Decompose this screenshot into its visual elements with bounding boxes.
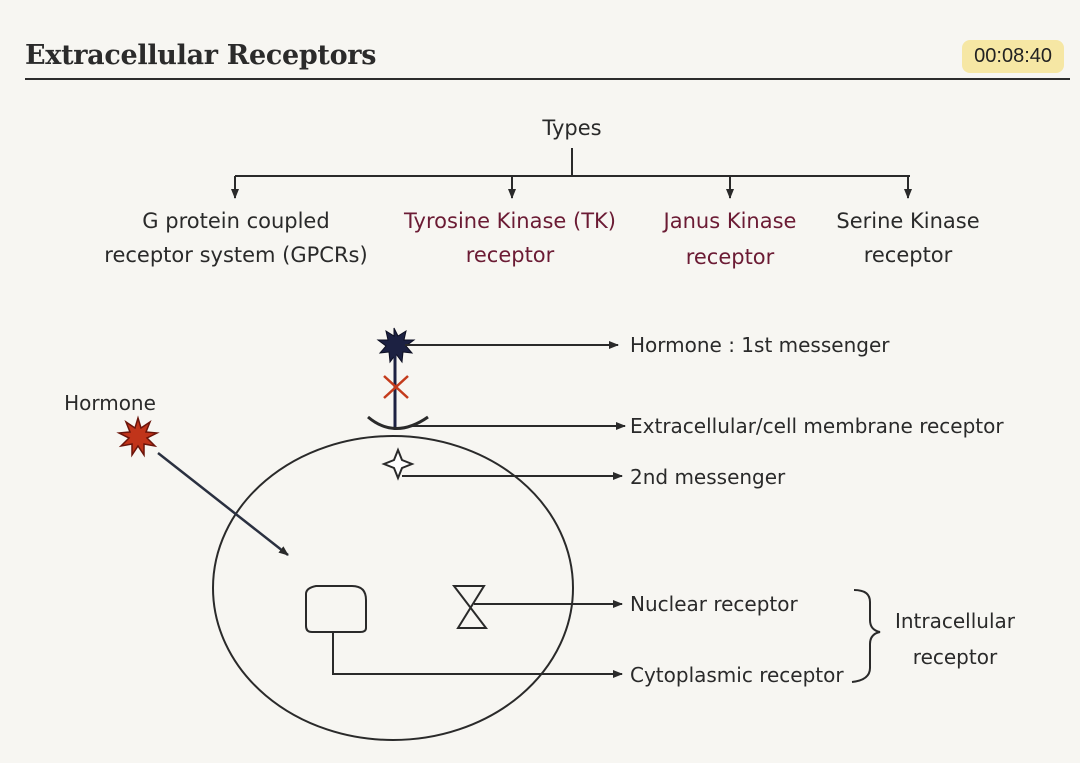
second-messenger-star-icon [381, 447, 415, 481]
intracellular-label-line1: Intracellular [895, 609, 1016, 633]
blocked-cross-icon-2 [383, 375, 409, 399]
page-title: Extracellular Receptors [25, 40, 377, 71]
first-messenger-label: Hormone : 1st messenger [630, 333, 890, 357]
cell-body [212, 435, 574, 741]
nuclear-receptor-label: Nuclear receptor [630, 592, 798, 616]
types-heading: Types [541, 116, 601, 140]
type-serine-line2: receptor [864, 243, 953, 267]
type-tk-line1: Tyrosine Kinase (TK) [403, 209, 616, 233]
timer-badge: 00:08:40 [962, 40, 1064, 73]
hormone-entry-arrow [157, 452, 289, 556]
type-tk-line2: receptor [466, 243, 555, 267]
membrane-receptor-label: Extracellular/cell membrane receptor [630, 414, 1004, 438]
type-gpcr-line2: receptor system (GPCRs) [104, 243, 367, 267]
nuclear-receptor-hourglass-icon [451, 585, 489, 629]
title-divider [25, 78, 1070, 80]
type-serine-line1: Serine Kinase [836, 209, 979, 233]
type-janus-line2: receptor [686, 245, 775, 269]
intracellular-brace [851, 589, 881, 683]
type-janus-line1: Janus Kinase [662, 209, 797, 233]
cytoplasmic-receptor-pointer [332, 632, 623, 678]
second-messenger-label: 2nd messenger [630, 465, 786, 489]
type-gpcr-line1: G protein coupled [142, 209, 329, 233]
cytoplasmic-receptor-shape [305, 585, 367, 633]
membrane-receptor-cup [367, 415, 429, 430]
cytoplasmic-receptor-label: Cytoplasmic receptor [630, 663, 844, 687]
intracellular-label-line2: receptor [913, 645, 998, 669]
hormone-label: Hormone [64, 391, 156, 415]
hormone-star-icon [116, 415, 160, 458]
